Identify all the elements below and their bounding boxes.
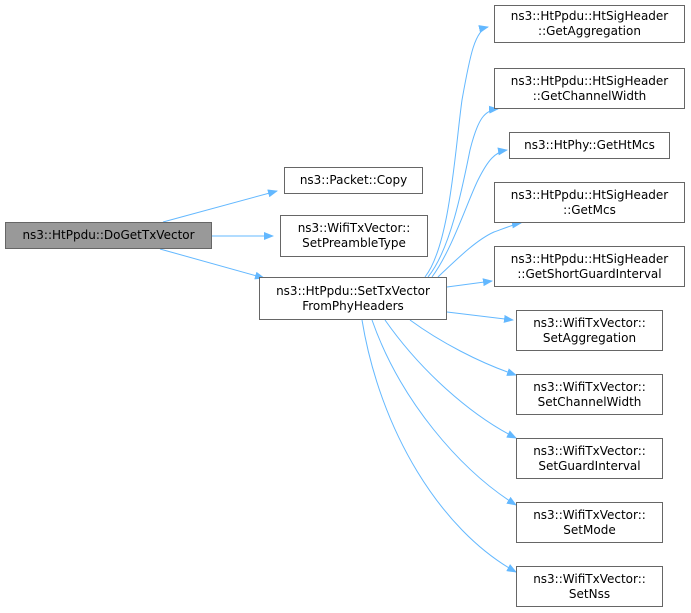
edge-to-get-ht-mcs: [431, 147, 508, 278]
edge-to-packet-copy: [162, 189, 278, 223]
edge-to-set-mode: [371, 319, 517, 506]
subcallee-label-line: ns3::WifiTxVector::: [533, 315, 646, 330]
edge-to-set-aggregation: [446, 311, 514, 323]
subcallee-node-set-guard-interval[interactable]: ns3::WifiTxVector:: SetGuardInterval: [516, 438, 663, 479]
edge-to-set-tx-vector: [159, 248, 265, 280]
subcallee-node-set-aggregation[interactable]: ns3::WifiTxVector:: SetAggregation: [516, 310, 663, 351]
subcallee-node-set-mode[interactable]: ns3::WifiTxVector:: SetMode: [516, 502, 663, 543]
call-edges: [159, 25, 522, 573]
subcallee-label-line: ns3::WifiTxVector::: [533, 443, 646, 458]
subcallee-label-line: ns3::HtPpdu::HtSigHeader: [510, 9, 669, 23]
edge-to-get-channel-width: [427, 105, 499, 278]
subcallee-label-line: ::GetAggregation: [538, 24, 641, 38]
subcallee-label-line: ::GetChannelWidth: [532, 88, 647, 103]
subcallee-node-get-channel-width[interactable]: ns3::HtPpdu::HtSigHeader ::GetChannelWid…: [494, 68, 685, 109]
subcallee-node-get-mcs[interactable]: ns3::HtPpdu::HtSigHeader ::GetMcs: [494, 182, 685, 223]
subcallee-label-line: ns3::HtPpdu::HtSigHeader: [510, 251, 669, 266]
subcallee-label-line: SetNss: [568, 586, 611, 601]
subcallee-label-line: SetAggregation: [542, 330, 637, 345]
callee-node-set-preamble-type[interactable]: ns3::WifiTxVector:: SetPreambleType: [280, 215, 428, 257]
callee-node-set-tx-vector-from-phy-headers[interactable]: ns3::HtPpdu::SetTxVector FromPhyHeaders: [259, 277, 447, 320]
subcallee-label-line: SetChannelWidth: [537, 394, 642, 409]
callee-label-line: SetPreambleType: [302, 236, 406, 250]
subcallee-node-get-ht-mcs[interactable]: ns3::HtPhy::GetHtMcs: [509, 132, 670, 159]
subcallee-node-set-channel-width[interactable]: ns3::WifiTxVector:: SetChannelWidth: [516, 374, 663, 415]
subcallee-label-line: ns3::WifiTxVector::: [533, 571, 646, 586]
callee-label-line: ns3::WifiTxVector::: [297, 221, 411, 235]
subcallee-label-line: ns3::WifiTxVector::: [533, 507, 646, 522]
subcallee-node-get-aggregation[interactable]: ns3::HtPpdu::HtSigHeader ::GetAggregatio…: [494, 5, 685, 43]
edge-to-get-aggregation: [424, 25, 489, 278]
edge-to-set-nss: [361, 319, 517, 573]
subcallee-node-get-short-guard-interval[interactable]: ns3::HtPpdu::HtSigHeader ::GetShortGuard…: [494, 246, 685, 287]
subcallee-node-set-nss[interactable]: ns3::WifiTxVector:: SetNss: [516, 566, 663, 607]
subcallee-label-line: ::GetMcs: [563, 202, 616, 217]
edge-to-get-short-guard-interval: [446, 278, 493, 288]
subcallee-label-line: ns3::WifiTxVector::: [533, 379, 646, 394]
subcallee-label-line: ns3::HtPpdu::HtSigHeader: [510, 187, 669, 202]
edge-to-set-guard-interval: [384, 319, 517, 439]
callee-node-packet-copy[interactable]: ns3::Packet::Copy: [284, 167, 423, 194]
edge-to-get-mcs: [437, 220, 522, 278]
callee-label-line: FromPhyHeaders: [302, 298, 404, 313]
subcallee-label-line: SetGuardInterval: [538, 458, 641, 473]
root-function-label: ns3::HtPpdu::DoGetTxVector: [22, 228, 195, 242]
callee-label-line: ns3::Packet::Copy: [299, 173, 408, 187]
root-function-node: ns3::HtPpdu::DoGetTxVector: [5, 222, 212, 249]
edge-to-set-channel-width: [409, 319, 517, 376]
subcallee-label-line: ns3::HtPpdu::HtSigHeader: [510, 73, 669, 88]
subcallee-label-line: ::GetShortGuardInterval: [517, 266, 662, 281]
subcallee-label-line: SetMode: [563, 522, 616, 537]
callee-label-line: ns3::HtPpdu::SetTxVector: [276, 283, 430, 298]
subcallee-label-line: ns3::HtPhy::GetHtMcs: [524, 138, 655, 152]
